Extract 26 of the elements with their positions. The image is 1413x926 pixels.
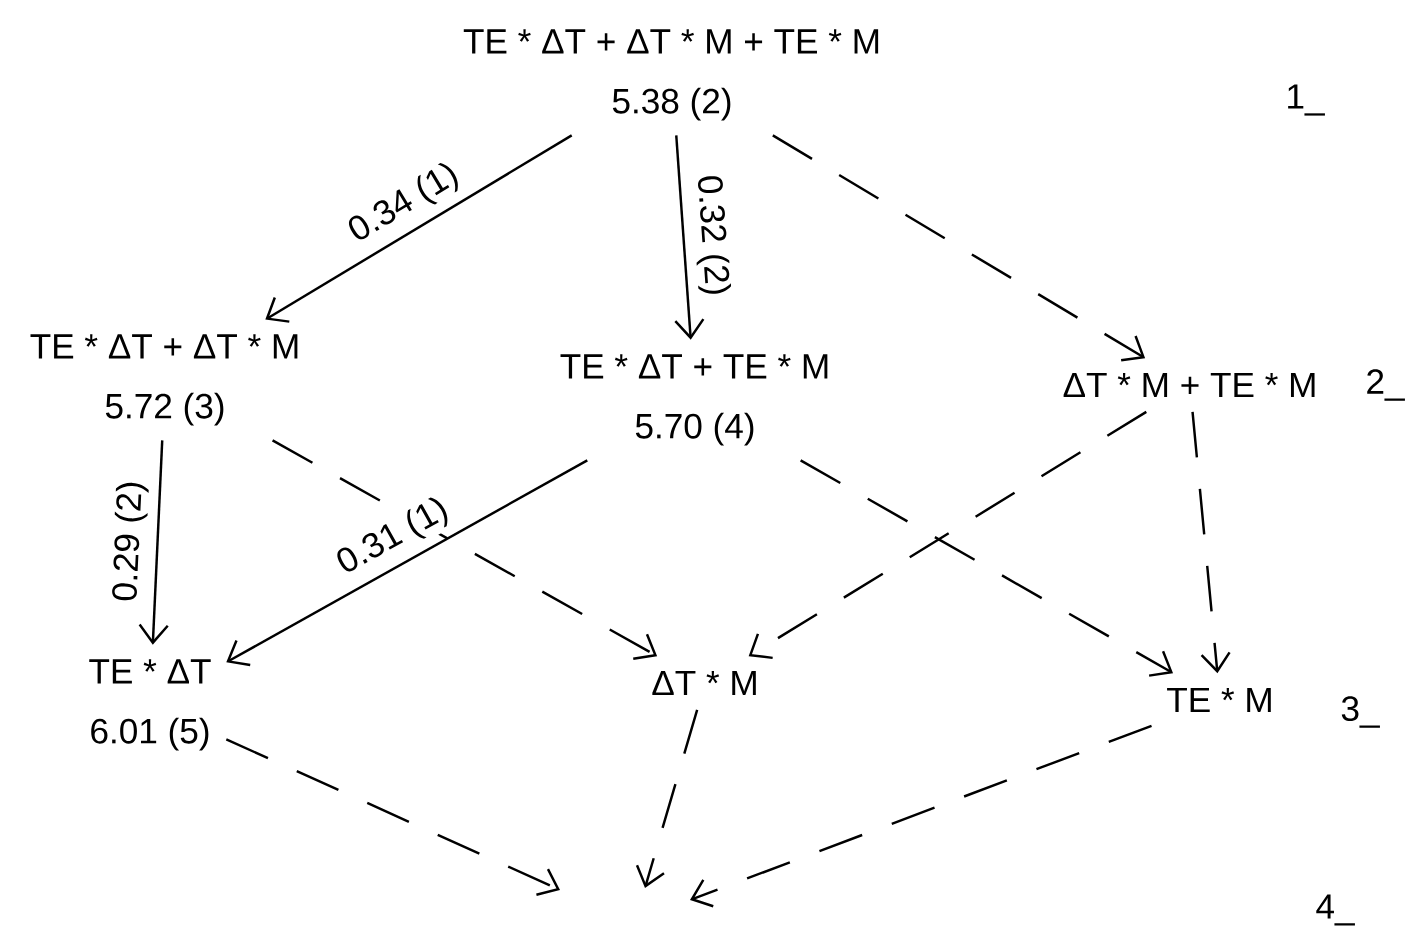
level-number: 1_ [1288,84,1325,116]
formula-text: ΔT * M + TE * M [1063,372,1315,398]
dashed-arrow [690,724,1152,908]
level-number: 2_ [1367,369,1405,401]
level-number: 3_ [1341,696,1380,728]
dashed-arrow [748,410,1147,660]
formula-text: ΔT * M [652,670,756,696]
formula-text: TE * ΔT 6.01 (5) [89,659,211,751]
arrow [226,459,588,667]
arrow [674,135,705,340]
formula-text: TE * ΔT + TE * M 5.70 (4) [560,354,828,446]
formula-text: TE * ΔT + ΔT * M 5.72 (3) [30,334,298,426]
edge-label: 0.29 (2) [107,476,153,607]
level-number: 4_ [1316,894,1355,926]
formula-text: TE * ΔT + ΔT * M + TE * M 5.38 (2) [463,29,879,121]
arrow [138,440,169,645]
dashed-arrow [635,709,699,888]
dashed-arrow [772,134,1146,362]
formula-text: TE * M [1167,687,1271,713]
dashed-arrow [800,459,1174,677]
edge-label: 0.31 (1) [327,488,459,586]
dashed-arrow [1191,411,1231,674]
edge-label: 0.34 (1) [339,153,470,254]
dashed-arrow [225,738,560,896]
arrow [265,134,573,323]
edge-label: 0.32 (2) [686,170,736,301]
